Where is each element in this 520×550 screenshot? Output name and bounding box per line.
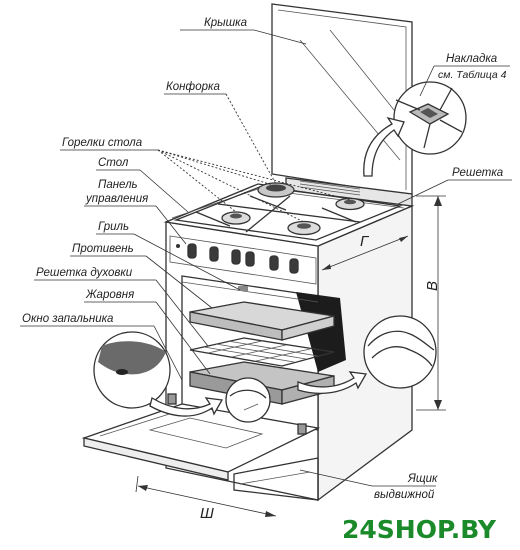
label-tray: Противень (70, 243, 213, 309)
svg-text:Горелки стола: Горелки стола (62, 137, 142, 149)
burner-front-left (221, 211, 251, 225)
label-table-burners: Горелки стола (60, 137, 351, 223)
label-drawer: Ящик выдвижной (299, 469, 438, 501)
oven-door (81, 393, 321, 481)
svg-text:Решетка духовки: Решетка духовки (36, 267, 133, 279)
label-overlay: Накладка см. Таблица 4 (419, 53, 510, 97)
label-oven-rack: Решетка духовки (34, 267, 209, 347)
oven-rack (189, 337, 335, 367)
label-control-panel: Панель управления (84, 179, 187, 245)
svg-text:Ящик: Ящик (407, 473, 438, 485)
burner-rear-left (257, 182, 295, 198)
label-roaster: Жаровня (84, 289, 211, 375)
svg-text:Конфорка: Конфорка (166, 81, 220, 93)
svg-text:Крышка: Крышка (204, 17, 247, 29)
burner-front-right (287, 220, 321, 236)
svg-text:Панель: Панель (98, 179, 138, 191)
svg-text:Накладка: Накладка (446, 53, 497, 65)
label-grate: Решетка (397, 167, 512, 205)
svg-text:Жаровня: Жаровня (85, 289, 134, 301)
svg-text:Противень: Противень (72, 243, 134, 255)
label-igniter-window: Окно запальника (20, 313, 183, 381)
watermark-logo: 24SHOP.BY (342, 515, 497, 544)
label-burner-cap: Конфорка (164, 81, 277, 185)
control-knobs (176, 243, 299, 274)
drawer (233, 457, 319, 501)
label-table: Стол (96, 157, 189, 213)
dimension-width-label: Ш (200, 505, 214, 522)
svg-text:Окно запальника: Окно запальника (22, 313, 113, 325)
svg-text:Решетка: Решетка (452, 167, 503, 179)
igniter-window-callout (93, 331, 224, 417)
dimension-depth-label: Г (360, 233, 370, 250)
dimension-depth: Г (321, 233, 409, 271)
svg-text:Стол: Стол (98, 157, 129, 169)
baking-tray (189, 301, 335, 341)
oven-sensor-callout (225, 377, 271, 423)
burner-rear-right (335, 197, 365, 211)
dimension-height: В (416, 195, 446, 411)
dimension-width: Ш (135, 475, 277, 522)
dimension-height-label: В (424, 281, 441, 291)
svg-text:Гриль: Гриль (98, 221, 129, 233)
lid (271, 3, 413, 197)
label-lid: Крышка (180, 17, 307, 45)
svg-text:управления: управления (85, 193, 148, 205)
svg-text:выдвижной: выдвижной (374, 489, 435, 501)
rack-detail-callout (297, 315, 437, 394)
overlay-detail-callout (363, 81, 467, 177)
svg-text:см. Таблица 4: см. Таблица 4 (438, 69, 507, 81)
label-grill: Гриль (96, 221, 241, 291)
